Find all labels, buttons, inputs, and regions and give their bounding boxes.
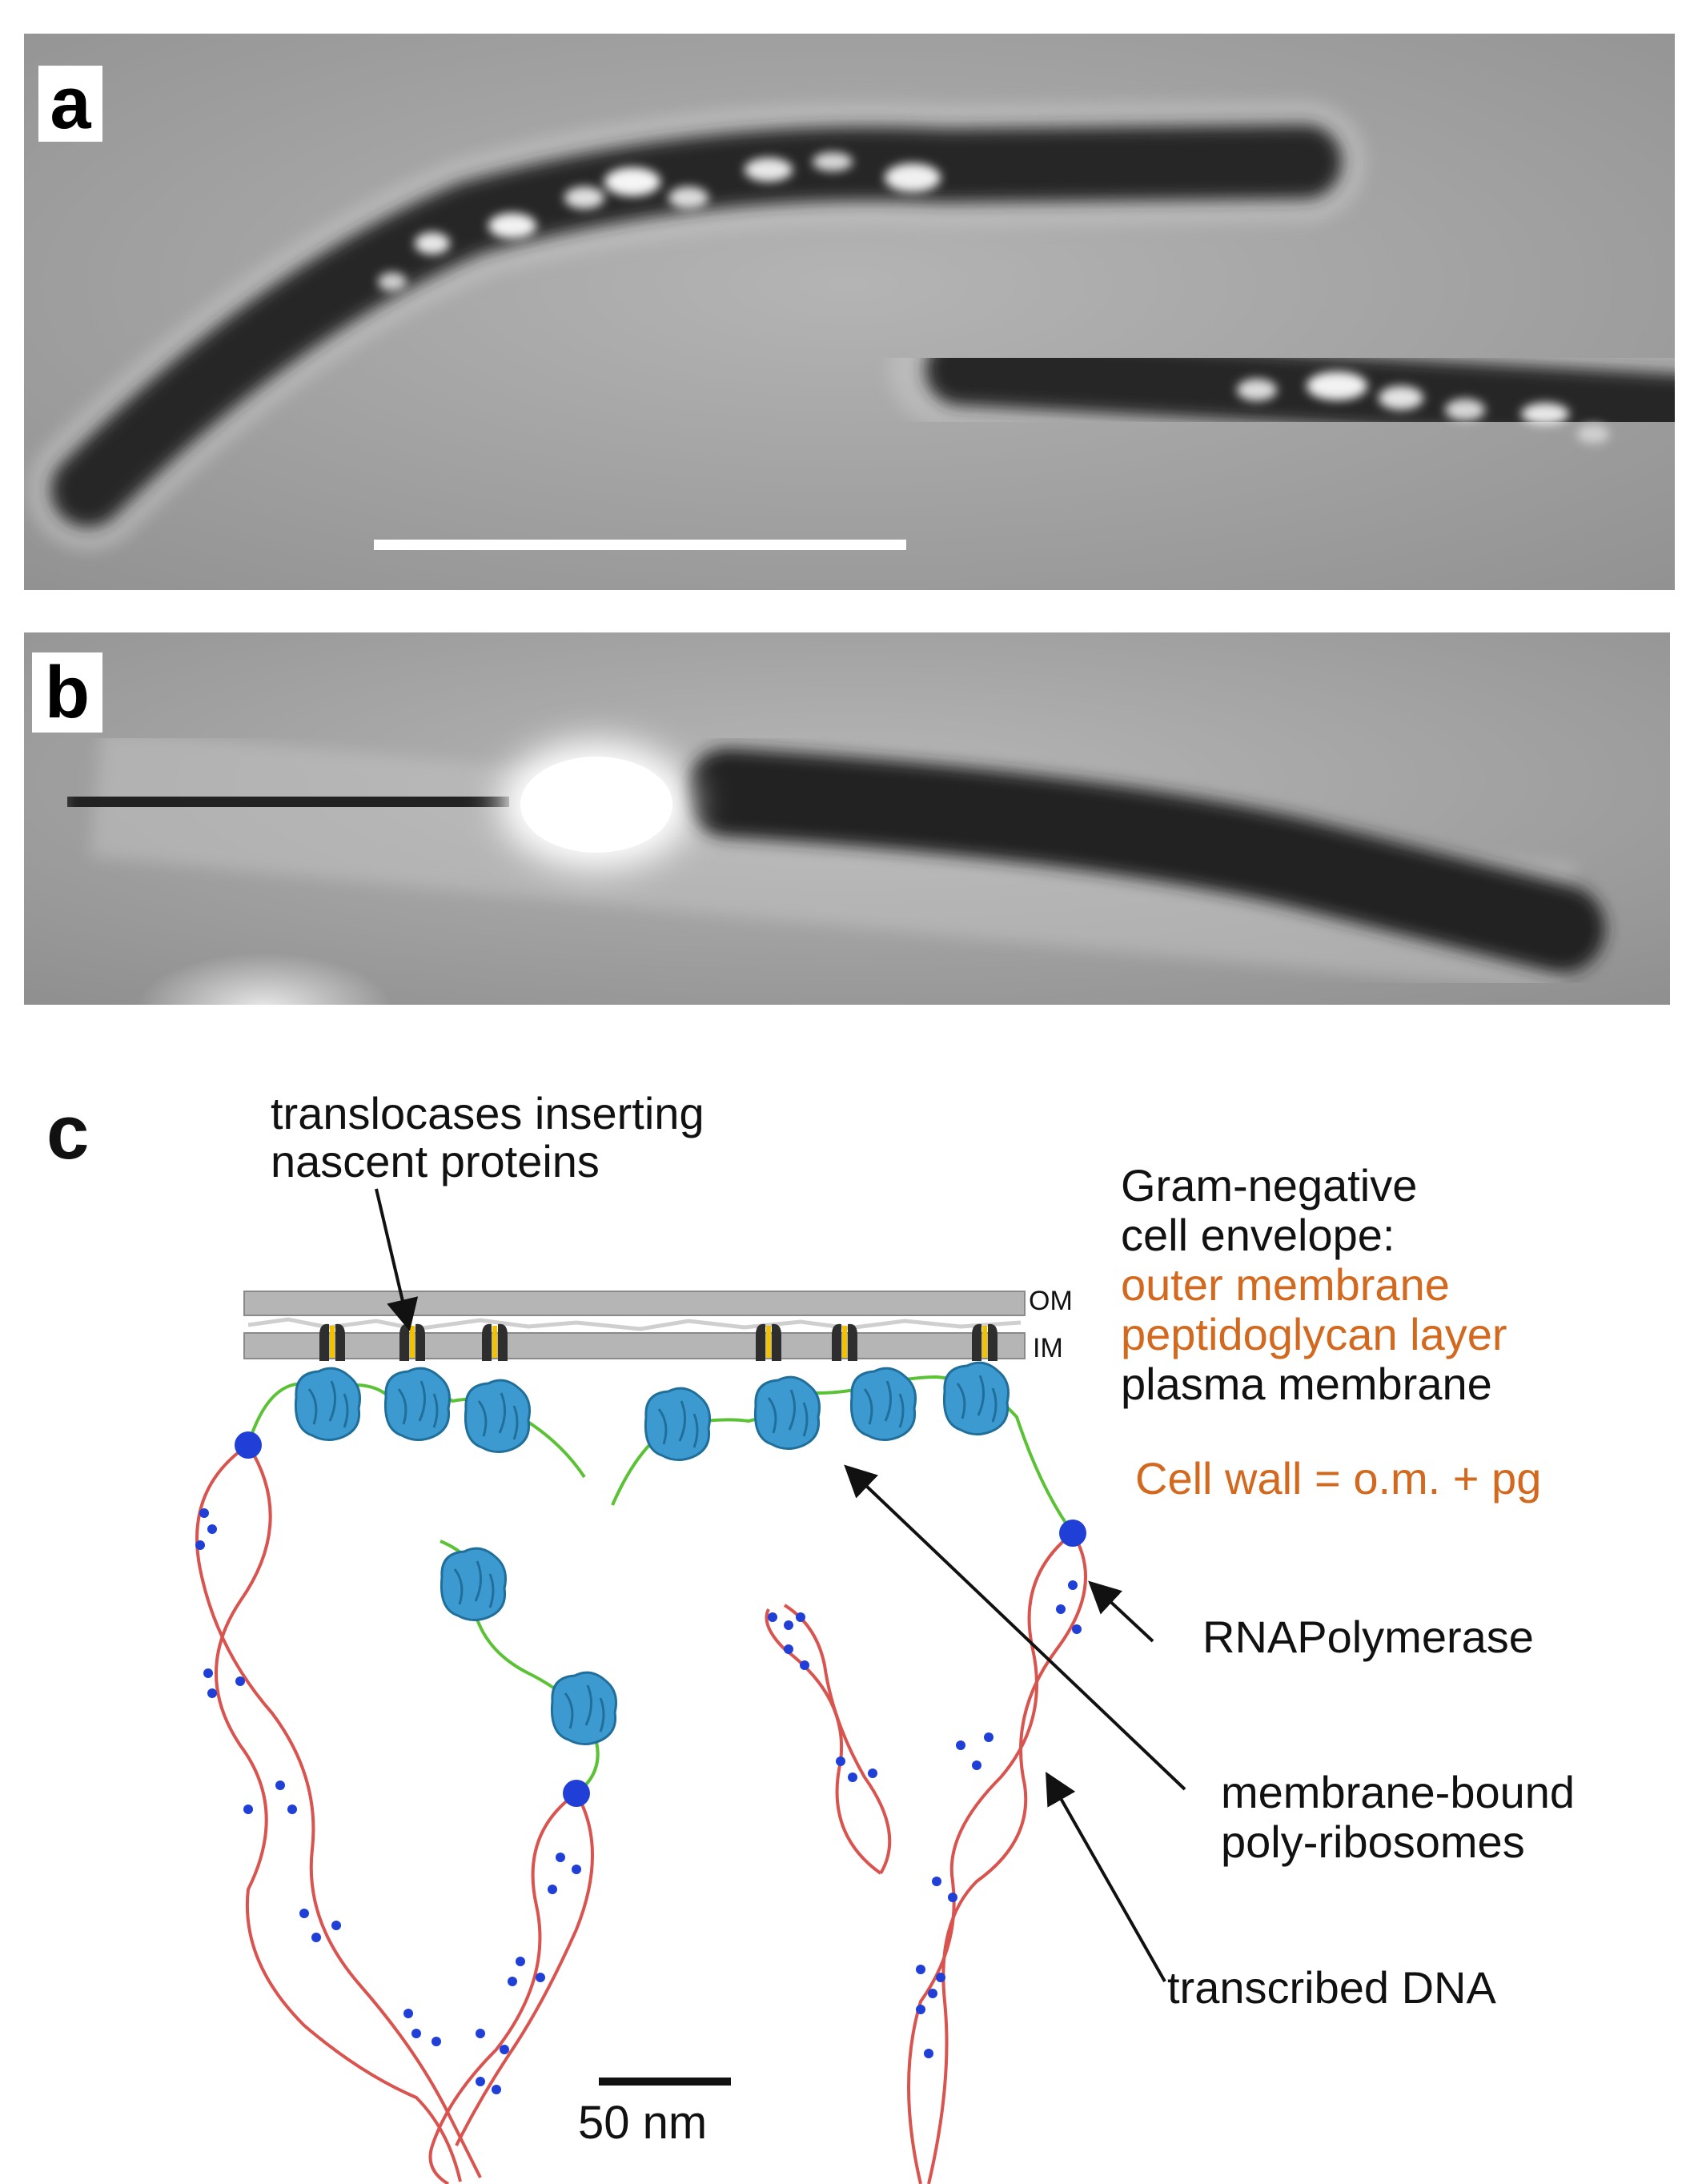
peptidoglycan-mesh <box>247 1317 1022 1331</box>
label-polyribosomes-line2: poly-ribosomes <box>1221 1817 1525 1867</box>
dna-left <box>195 1443 594 2184</box>
label-plasma-membrane: plasma membrane <box>1121 1359 1492 1409</box>
label-translocases-line1: translocases inserting <box>271 1088 704 1138</box>
translocase-2 <box>399 1324 425 1361</box>
label-polyribosomes-line1: membrane-bound <box>1221 1767 1576 1817</box>
ribosome-7 <box>942 1361 1010 1436</box>
panel-a-micrograph: a <box>24 34 1675 590</box>
label-scale: 50 nm <box>578 2097 708 2149</box>
nucleoid-spots-lower <box>1237 371 1609 444</box>
rna-polymerase-1 <box>235 1431 262 1459</box>
micrograph-a-image <box>24 34 1675 590</box>
translocase-1 <box>319 1324 345 1361</box>
ribosome-6 <box>849 1367 917 1442</box>
arrow-polyribosomes <box>844 1464 1186 1791</box>
translocase-4 <box>756 1324 781 1361</box>
label-translocases-line2: nascent proteins <box>271 1136 600 1186</box>
label-transcribed-dna: transcribed DNA <box>1167 1962 1496 2013</box>
ribosome-free-1 <box>440 1547 507 1622</box>
ribosome-2 <box>383 1367 451 1442</box>
label-rna-polymerase: RNAPolymerase <box>1202 1612 1534 1662</box>
label-im: IM <box>1033 1333 1063 1363</box>
cell-envelope-diagram <box>195 1188 1186 2184</box>
dna-right <box>765 1532 1087 2184</box>
translocase-6 <box>972 1324 998 1361</box>
nucleoid-spots-upper <box>378 152 941 291</box>
arrow-translocases <box>375 1188 419 1331</box>
inner-membrane-bar <box>243 1332 1026 1359</box>
label-om: OM <box>1029 1286 1073 1316</box>
bacterium-right <box>684 749 1605 973</box>
ribosome-5 <box>753 1375 821 1451</box>
bacterium-upper <box>51 125 1342 527</box>
ribosome-1 <box>294 1367 361 1442</box>
dna-bound-dots <box>195 1508 1082 2094</box>
micrograph-b-image <box>24 632 1670 1005</box>
outer-membrane-bar <box>243 1291 1026 1316</box>
scale-bar-a <box>374 540 906 550</box>
panel-c-diagram: c <box>0 1041 1698 2184</box>
label-envelope-title-line2: cell envelope: <box>1121 1210 1395 1260</box>
ribosome-4 <box>644 1387 711 1462</box>
rna-polymerase-2 <box>563 1780 590 1807</box>
ribosome-free-2 <box>550 1671 617 1746</box>
arrow-rna-polymerase <box>1088 1580 1154 1643</box>
scale-bar-c <box>599 2078 731 2086</box>
panel-letter-b: b <box>32 652 102 733</box>
panel-letter-a: a <box>38 62 102 144</box>
ribosome-3 <box>464 1379 531 1454</box>
arrow-transcribed-dna <box>1046 1772 1166 1982</box>
translocase-5 <box>832 1324 857 1361</box>
translocase-3 <box>482 1324 508 1361</box>
panel-letter-c: c <box>46 1090 90 1175</box>
label-outer-membrane: outer membrane <box>1121 1259 1450 1310</box>
label-envelope-title-line1: Gram-negative <box>1121 1160 1418 1210</box>
label-cell-wall: Cell wall = o.m. + pg <box>1135 1453 1542 1504</box>
rna-polymerase-3 <box>1059 1520 1086 1547</box>
bacterium-left <box>60 755 516 849</box>
label-peptidoglycan: peptidoglycan layer <box>1121 1309 1507 1359</box>
panel-b-micrograph: b <box>24 632 1670 1005</box>
